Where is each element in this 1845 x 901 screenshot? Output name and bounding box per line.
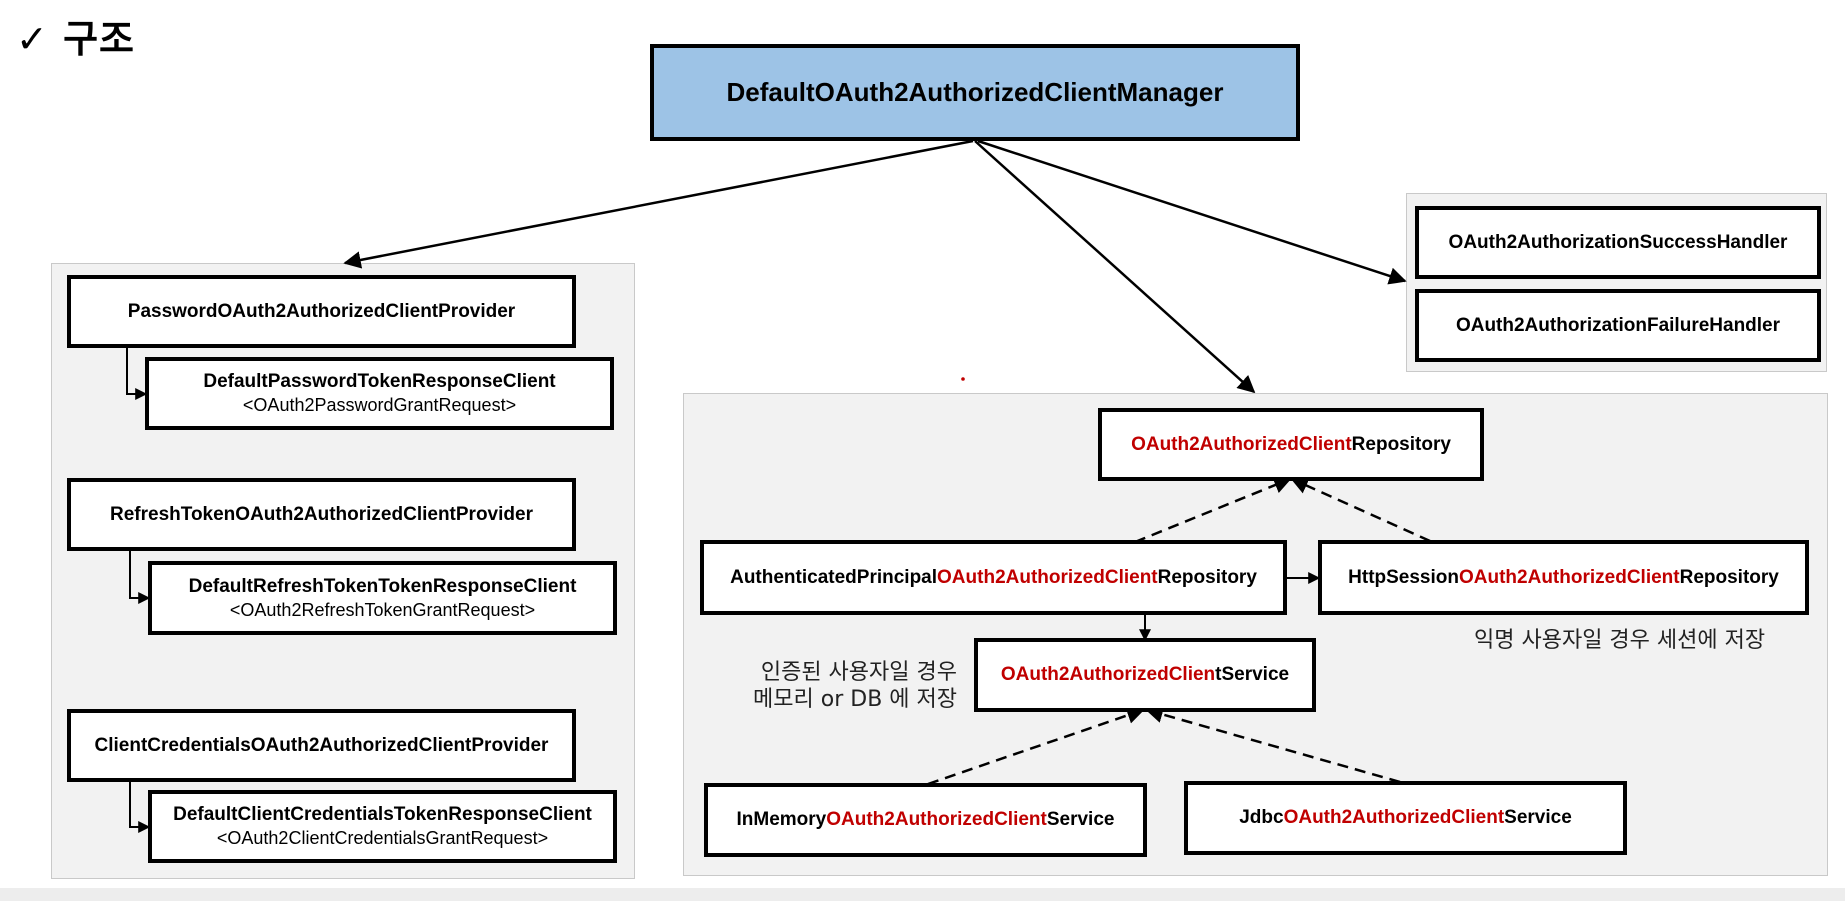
auth-principal-repository-label: AuthenticatedPrincipalOAuth2AuthorizedCl…: [730, 566, 1257, 588]
anonymous-note: 익명 사용자일 경우 세션에 저장: [1474, 628, 1765, 655]
check-icon: ✓: [16, 17, 49, 61]
service-box: OAuth2AuthorizedClientService: [974, 638, 1316, 712]
client-refresh-request: <OAuth2RefreshTokenGrantRequest>: [229, 599, 536, 620]
http-session-repository-box: HttpSessionOAuth2AuthorizedClientReposit…: [1318, 540, 1809, 615]
manager-label: DefaultOAuth2AuthorizedClientManager: [726, 77, 1224, 108]
arrow-manager-to-providers: [343, 139, 974, 269]
provider-refresh: RefreshTokenOAuth2AuthorizedClientProvid…: [67, 478, 576, 551]
stray-dot: [961, 377, 965, 381]
http-session-repository-label: HttpSessionOAuth2AuthorizedClientReposit…: [1348, 566, 1779, 588]
authenticated-note: 인증된 사용자일 경우 메모리 or DB 에 저장: [742, 660, 957, 714]
dashed-jdbc-to-service: [1145, 705, 1401, 784]
failure-handler-label: OAuth2AuthorizationFailureHandler: [1455, 314, 1781, 336]
arrow-manager-to-repository: [974, 140, 1256, 394]
auth-principal-repository-box: AuthenticatedPrincipalOAuth2AuthorizedCl…: [700, 540, 1287, 615]
jdbc-service-box: JdbcOAuth2AuthorizedClientService: [1184, 781, 1627, 855]
dashed-inmemory-to-service: [927, 706, 1145, 786]
provider-refresh-label: RefreshTokenOAuth2AuthorizedClientProvid…: [110, 503, 533, 525]
provider-client-credentials-label: ClientCredentialsOAuth2AuthorizedClientP…: [94, 734, 549, 756]
authenticated-note-line1: 인증된 사용자일 경우: [760, 660, 957, 685]
provider-client-credentials: ClientCredentialsOAuth2AuthorizedClientP…: [67, 709, 576, 782]
arrow-manager-to-handlers: [977, 139, 1407, 285]
connector-password: [126, 346, 148, 400]
client-client-credentials-request: <OAuth2ClientCredentialsGrantRequest>: [216, 828, 549, 849]
client-refresh-label: DefaultRefreshTokenTokenResponseClient: [188, 575, 577, 597]
client-client-credentials-label: DefaultClientCredentialsTokenResponseCli…: [173, 804, 592, 826]
failure-handler-box: OAuth2AuthorizationFailureHandler: [1415, 289, 1821, 362]
success-handler-label: OAuth2AuthorizationSuccessHandler: [1448, 231, 1788, 253]
page-title-text: 구조: [63, 17, 135, 61]
connector-refresh: [129, 549, 151, 604]
manager-box: DefaultOAuth2AuthorizedClientManager: [650, 44, 1300, 141]
client-password-request: <OAuth2PasswordGrantRequest>: [242, 395, 517, 416]
anonymous-note-text: 익명 사용자일 경우 세션에 저장: [1474, 628, 1766, 653]
dashed-session-to-repository: [1290, 477, 1431, 543]
jdbc-service-label: JdbcOAuth2AuthorizedClientService: [1239, 807, 1572, 829]
provider-password-label: PasswordOAuth2AuthorizedClientProvider: [127, 300, 516, 322]
in-memory-service-label: InMemoryOAuth2AuthorizedClientService: [736, 809, 1115, 831]
service-label: OAuth2AuthorizedClientService: [1000, 664, 1290, 686]
repository-label: OAuth2AuthorizedClientRepository: [1131, 433, 1451, 455]
connector-client-credentials: [129, 780, 151, 833]
client-password: DefaultPasswordTokenResponseClient <OAut…: [145, 357, 614, 430]
dashed-auth-to-repository: [1134, 476, 1292, 544]
client-client-credentials: DefaultClientCredentialsTokenResponseCli…: [148, 790, 617, 863]
authenticated-note-line2: 메모리 or DB 에 저장: [753, 686, 957, 712]
success-handler-box: OAuth2AuthorizationSuccessHandler: [1415, 206, 1821, 279]
repository-box: OAuth2AuthorizedClientRepository: [1098, 408, 1484, 481]
client-refresh: DefaultRefreshTokenTokenResponseClient <…: [148, 561, 617, 635]
page-title: ✓ 구조: [16, 8, 135, 63]
bottom-strip: [0, 888, 1845, 901]
client-password-label: DefaultPasswordTokenResponseClient: [203, 371, 556, 393]
provider-password: PasswordOAuth2AuthorizedClientProvider: [67, 275, 576, 348]
in-memory-service-box: InMemoryOAuth2AuthorizedClientService: [704, 783, 1147, 857]
